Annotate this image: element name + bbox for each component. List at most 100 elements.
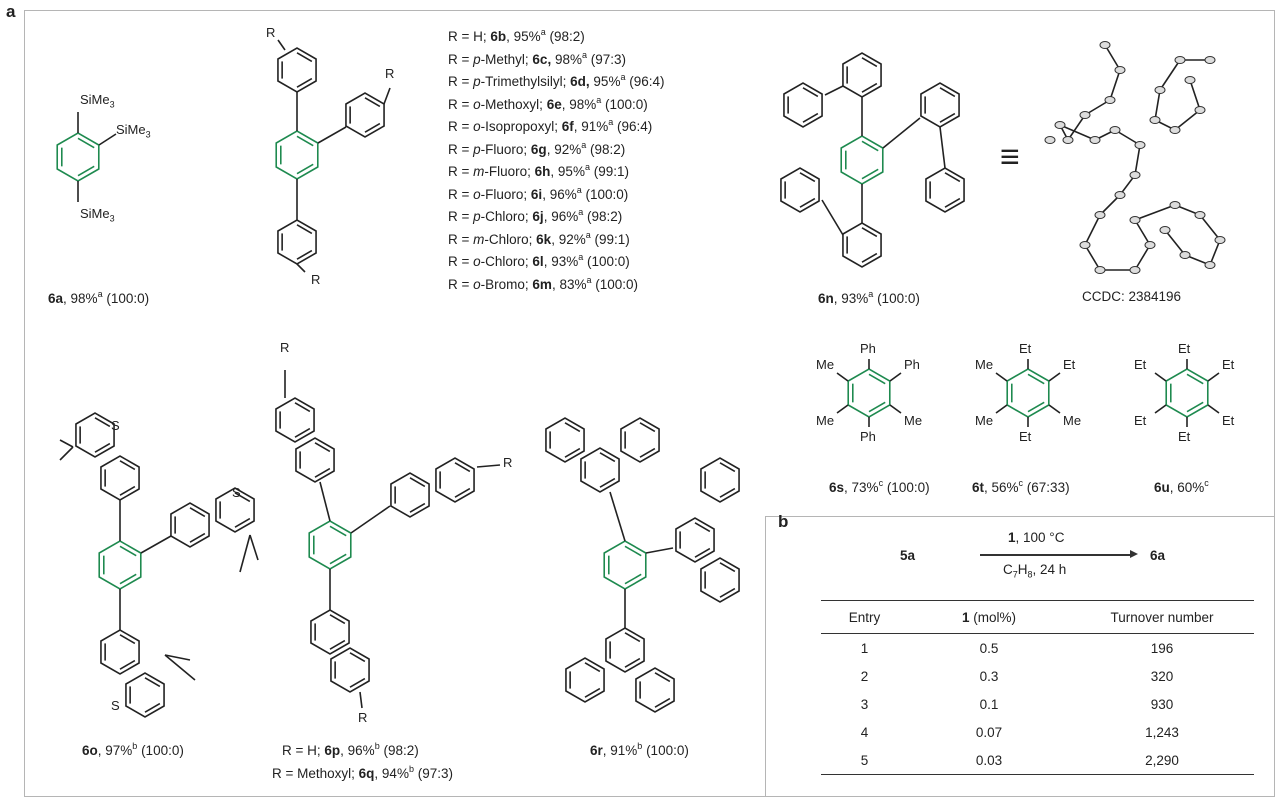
yield: , 83%: [551, 276, 587, 292]
compound-id: 6g: [530, 141, 547, 157]
condition-bottom: C7H8, 24 h: [1003, 562, 1067, 580]
double-bond: [119, 545, 137, 557]
double-bond: [868, 401, 886, 413]
double-bond: [77, 165, 95, 177]
double-bond: [144, 677, 161, 688]
central-benzene-ring: [275, 130, 319, 180]
double-bond: [719, 487, 736, 498]
substituent-row: R = o-Fluoro; 6i, 96%a (100:0): [448, 179, 665, 202]
single-bond: [1109, 69, 1121, 101]
benzene-ring: [435, 457, 475, 503]
double-bond: [296, 163, 314, 175]
atom-ellipsoid: [1062, 136, 1074, 144]
double-bond: [77, 137, 95, 149]
atom-ellipsoid: [1154, 86, 1166, 94]
atom-ellipsoid: [1054, 121, 1066, 129]
ratio: (100:0): [591, 276, 639, 292]
benzene-ring: [295, 437, 335, 483]
yield: , 92%: [546, 141, 582, 157]
single-bond: [476, 464, 501, 468]
benzene-ring: [842, 52, 882, 98]
single-bond: [164, 654, 196, 681]
sime3-label: SiMe3: [80, 92, 115, 110]
footnote: a: [596, 94, 602, 105]
central-benzene-ring: [98, 540, 142, 590]
single-bond: [995, 404, 1008, 414]
single-bond: [1199, 214, 1221, 241]
double-bond: [599, 452, 616, 463]
arrowhead-icon: [1130, 550, 1138, 558]
substituent-label: Me: [904, 413, 923, 428]
caption-6s: 6s, 73%c (100:0): [829, 478, 930, 495]
benzene-ring: [565, 657, 605, 703]
table-row: 2 0.3 320: [821, 662, 1254, 690]
substituent-name: -Bromo;: [480, 276, 533, 292]
double-bond: [364, 97, 381, 108]
yield: , 96%: [542, 186, 577, 202]
double-bond: [296, 224, 313, 235]
atom-ellipsoid: [1129, 171, 1141, 179]
double-bond: [802, 87, 819, 98]
benzene-ring: [330, 647, 370, 693]
atom-ellipsoid: [1214, 236, 1226, 244]
atom-ellipsoid: [1144, 241, 1156, 249]
condition-top: 1, 100 °C: [1008, 530, 1065, 545]
single-bond: [1154, 404, 1167, 414]
benzene-ring: [675, 517, 715, 563]
single-bond: [140, 535, 172, 554]
double-bond: [1027, 401, 1045, 413]
double-bond: [861, 252, 878, 263]
yield: 95%: [589, 74, 621, 89]
double-bond: [584, 687, 601, 698]
single-bond: [1134, 204, 1176, 221]
substituent-row: R = o-Chloro; 6l, 93%a (100:0): [448, 246, 665, 269]
central-benzene-ring: [847, 368, 891, 418]
atom-ellipsoid: [1114, 66, 1126, 74]
sime3-label: SiMe3: [80, 206, 115, 224]
double-bond: [719, 587, 736, 598]
cell-ton: 930: [1150, 696, 1174, 712]
atom-ellipsoid: [1179, 251, 1191, 259]
double-bond: [564, 422, 581, 433]
panel-a-frame: [24, 10, 1275, 797]
single-bond: [995, 372, 1008, 382]
single-bond: [359, 691, 363, 709]
single-bond: [239, 534, 251, 573]
double-bond: [1186, 373, 1204, 385]
atom-ellipsoid: [1134, 141, 1146, 149]
substituent-row: R = m-Fluoro; 6h, 95%a (99:1): [448, 156, 665, 179]
single-bond: [296, 263, 306, 273]
cell-entry: 5: [860, 752, 869, 768]
substituent-name: -Fluoro;: [484, 164, 535, 179]
atom-ellipsoid: [1194, 106, 1206, 114]
cell-mol: 0.3: [979, 668, 999, 684]
single-bond: [882, 117, 921, 149]
atom-ellipsoid: [1044, 136, 1056, 144]
single-bond: [889, 372, 902, 382]
double-bond: [799, 172, 816, 183]
double-bond: [329, 553, 347, 565]
cell-mol: 0.1: [979, 696, 999, 712]
atom-ellipsoid: [1114, 191, 1126, 199]
r-prefix: R =: [448, 119, 474, 134]
single-bond: [383, 87, 391, 105]
single-bond: [164, 654, 191, 661]
r-prefix: R =: [448, 96, 474, 112]
double-bond: [349, 677, 366, 688]
footnote: a: [576, 184, 582, 195]
benzene-ring: [925, 167, 965, 213]
atom-ellipsoid: [1184, 76, 1196, 84]
atom-ellipsoid: [1204, 261, 1216, 269]
substituent-name: -Chloro;: [480, 254, 533, 269]
r-prefix: R =: [448, 209, 474, 224]
caption-6p: R = H; 6p, 96%b (98:2): [282, 741, 419, 758]
cell-entry: 2: [860, 668, 869, 684]
atom-ellipsoid: [1089, 136, 1101, 144]
double-bond: [939, 87, 956, 98]
benzene-ring: [783, 82, 823, 128]
cell-ton: 320: [1150, 668, 1174, 684]
single-bond: [1067, 114, 1086, 141]
double-bond: [119, 573, 137, 585]
